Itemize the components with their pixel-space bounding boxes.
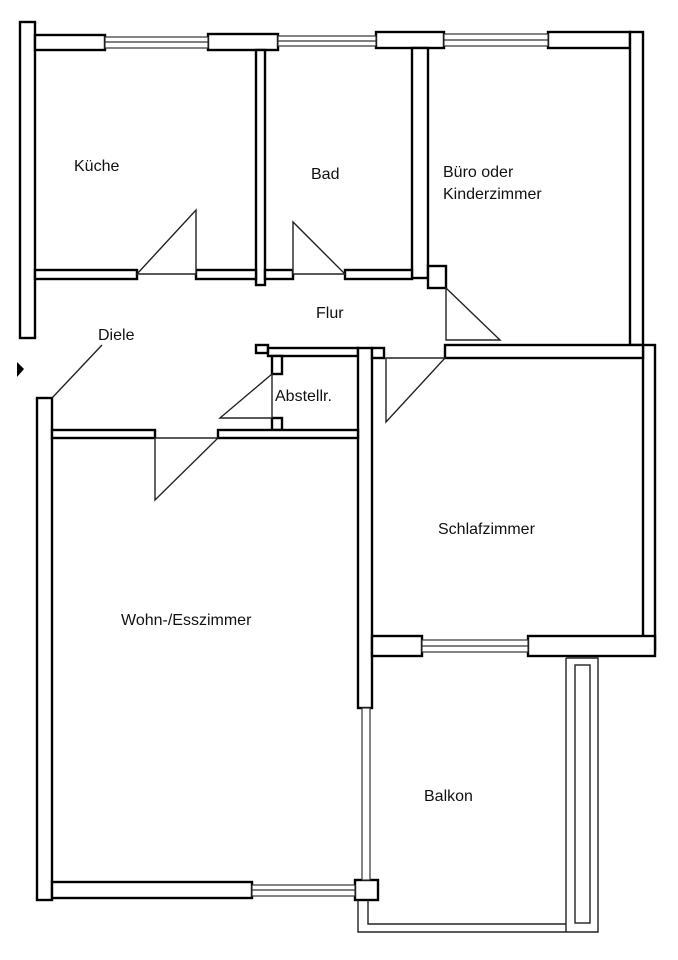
room-label-entrance: Diele: [98, 327, 135, 344]
walls: [18, 20, 657, 902]
room-label-storage: Abstellr.: [275, 388, 332, 405]
storage-door: [218, 372, 273, 419]
windows: [104, 33, 549, 897]
room-label-balcony: Balkon: [424, 788, 473, 805]
office-door: [445, 286, 502, 341]
room-label-office-1: Büro oder: [443, 164, 514, 181]
entrance-door: [51, 344, 103, 399]
balcony-outline: [357, 657, 599, 933]
room-label-bedroom: Schlafzimmer: [438, 521, 536, 538]
bedroom-door: [385, 357, 447, 424]
bath-door: [292, 220, 347, 275]
entrance-marker-icon: [17, 362, 24, 377]
room-label-bath: Bad: [311, 166, 339, 183]
living-door: [154, 437, 220, 502]
room-label-hallway: Flur: [316, 305, 344, 322]
kitchen-door: [135, 208, 197, 275]
doors: [17, 208, 502, 502]
room-label-kitchen: Küche: [74, 158, 119, 175]
room-label-living: Wohn-/Esszimmer: [121, 612, 252, 629]
room-label-office-2: Kinderzimmer: [443, 186, 542, 203]
